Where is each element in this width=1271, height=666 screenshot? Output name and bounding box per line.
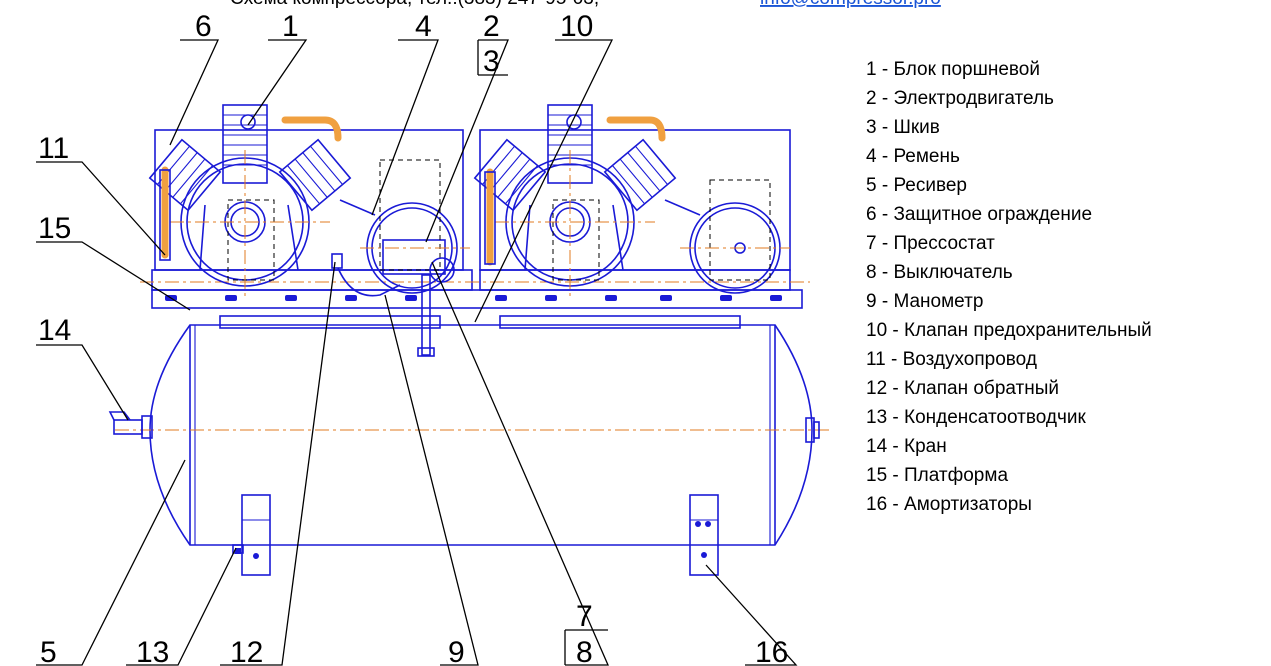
legend-item: 1 - Блок поршневой: [866, 59, 1040, 80]
legend-item: 15 - Платформа: [866, 465, 1008, 486]
callout-8: 8: [576, 636, 593, 666]
callout-1: 1: [282, 10, 299, 43]
callout-5: 5: [40, 636, 57, 666]
guard: [154, 129, 791, 271]
callout-16: 16: [755, 636, 788, 666]
pump-right: [473, 104, 677, 300]
condensate-drain: [232, 544, 244, 554]
callout-2: 2: [483, 10, 500, 43]
callout-7: 7: [576, 600, 593, 633]
pump-left: [148, 104, 352, 300]
motor-right: [664, 179, 790, 294]
legend-item: 13 - Конденсатоотводчик: [866, 407, 1086, 428]
header-text: Схема компрессора, тел.:(383) 247-95-03,: [230, 0, 599, 9]
legend-item: 11 - Воздухопровод: [866, 349, 1037, 370]
legend-item: 10 - Клапан предохранительный: [866, 320, 1152, 341]
callout-14: 14: [38, 314, 71, 347]
callout-15: 15: [38, 212, 71, 245]
legend-item: 12 - Клапан обратный: [866, 378, 1059, 399]
legend-item: 4 - Ремень: [866, 146, 960, 167]
callout-3: 3: [483, 45, 500, 78]
legend-item: 16 - Амортизаторы: [866, 494, 1032, 515]
motor-left: [331, 159, 470, 357]
legend: 1 - Блок поршневой 2 - Электродвигатель …: [866, 59, 1152, 515]
callout-numbers: 1 2 3 4 5 6 7 8 9 10 11 12 13 14 15 16: [38, 10, 788, 666]
header-link[interactable]: info@compressor.pro: [760, 0, 941, 9]
callout-9: 9: [448, 636, 465, 666]
receiver: [115, 315, 830, 546]
callout-12: 12: [230, 636, 263, 666]
callout-13: 13: [136, 636, 169, 666]
callout-4: 4: [415, 10, 432, 43]
leader-lines: [36, 39, 798, 666]
callout-10: 10: [560, 10, 593, 43]
legend-item: 2 - Электродвигатель: [866, 88, 1054, 109]
tap: [108, 411, 153, 439]
feet: [241, 494, 719, 576]
header: Схема компрессора, тел.:(383) 247-95-03,…: [230, 0, 941, 9]
platform: [140, 269, 810, 309]
callout-11: 11: [38, 132, 69, 165]
legend-item: 9 - Манометр: [866, 291, 983, 312]
legend-item: 8 - Выключатель: [866, 262, 1013, 283]
callout-6: 6: [195, 10, 212, 43]
legend-item: 14 - Кран: [866, 436, 947, 457]
legend-item: 3 - Шкив: [866, 117, 940, 138]
legend-item: 7 - Прессостат: [866, 233, 995, 254]
legend-item: 5 - Ресивер: [866, 175, 967, 196]
legend-item: 6 - Защитное ограждение: [866, 204, 1092, 225]
